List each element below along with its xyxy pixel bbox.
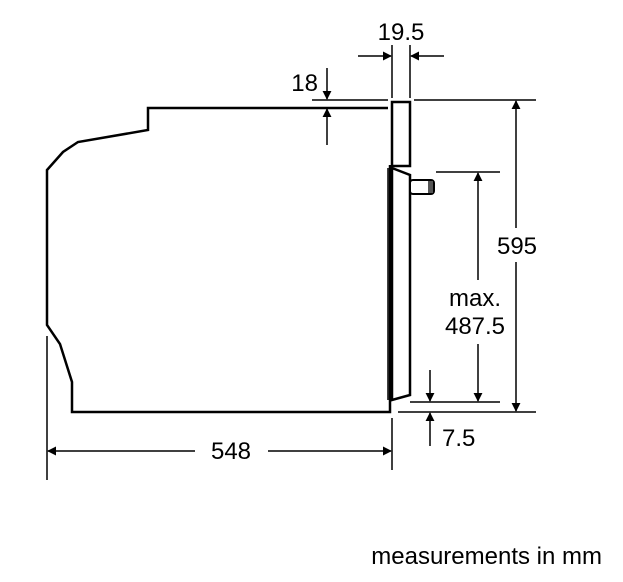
dim-487-5-label: 487.5 [445,313,505,340]
front-bezel [390,100,412,168]
units-caption: measurements in mm [371,543,602,570]
door-outline [390,166,412,402]
dim-19-5-label: 19.5 [378,19,425,46]
dim-595-label: 595 [497,233,537,260]
dim-18-label: 18 [291,70,318,97]
handle-knob-shade [428,181,433,193]
dim-7-5-label: 7.5 [442,425,475,452]
dim-487-5-prefix: max. [449,285,501,312]
oven-body-outline [45,106,392,414]
dim-548-label: 548 [211,438,251,465]
